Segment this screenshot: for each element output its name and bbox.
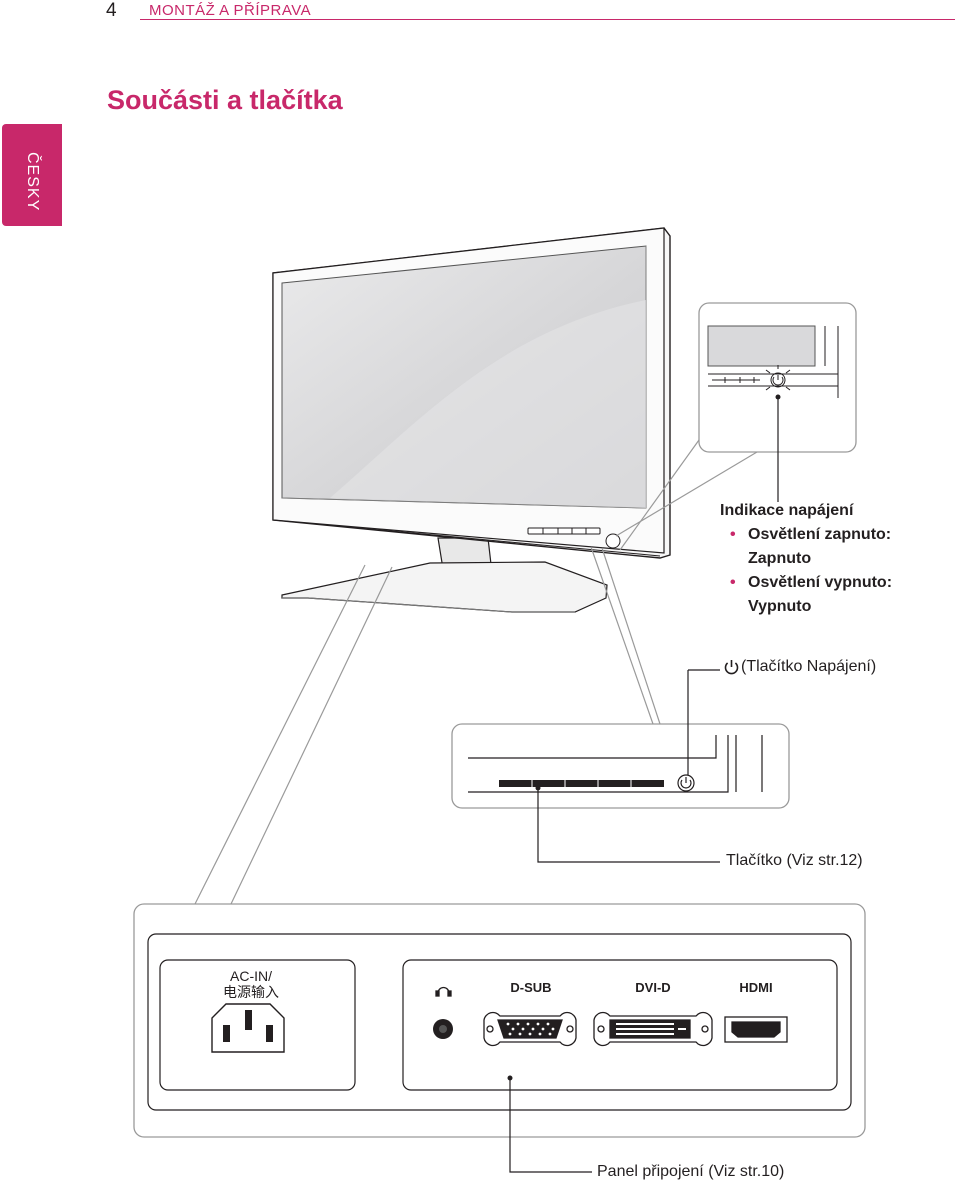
header-rule <box>140 19 955 20</box>
indicator-off-label: Osvětlení vypnuto: <box>748 574 893 591</box>
indicator-on-line: • Osvětlení zapnuto: <box>720 523 892 547</box>
indicator-on-label: Osvětlení zapnuto: <box>748 526 892 543</box>
panel-callout: Panel připojení (Viz str.10) <box>597 1163 785 1180</box>
buttons-zoom <box>451 546 790 863</box>
ac-in-label-line1: AC-IN/ <box>230 968 272 984</box>
power-indicator-description: Indikace napájení • Osvětlení zapnuto: Za… <box>720 499 892 619</box>
language-tab: ČESKY <box>2 124 62 226</box>
power-indicator-zoom <box>615 302 857 551</box>
ac-in-label: AC-IN/ 电源输入 <box>205 968 297 1000</box>
monitor-stand <box>281 537 608 613</box>
power-button-label: (Tlačítko Napájení) <box>741 658 877 675</box>
power-icon <box>724 660 739 675</box>
connection-panel <box>133 903 866 1173</box>
hdmi-label: HDMI <box>739 980 773 995</box>
ac-in-label-line2: 电源输入 <box>223 984 279 1000</box>
bullet-icon: • <box>730 526 736 543</box>
power-indicator-heading: Indikace napájení <box>720 502 854 519</box>
power-button-callout: (Tlačítko Napájení) <box>724 658 876 676</box>
monitor-body <box>272 227 671 559</box>
bullet-icon: • <box>730 574 736 591</box>
indicator-on-value: Zapnuto <box>748 550 812 567</box>
page-title: Součásti a tlačítka <box>107 85 343 115</box>
language-tab-label: ČESKY <box>24 152 41 212</box>
section-title: MONTÁŽ A PŘÍPRAVA <box>149 2 312 19</box>
dvid-label: DVI-D <box>635 980 671 995</box>
page-number: 4 <box>106 0 117 21</box>
dsub-label: D-SUB <box>510 980 552 995</box>
buttons-callout: Tlačítko (Viz str.12) <box>726 852 863 869</box>
indicator-off-line: • Osvětlení vypnuto: <box>720 571 892 595</box>
indicator-off-value: Vypnuto <box>748 598 812 615</box>
